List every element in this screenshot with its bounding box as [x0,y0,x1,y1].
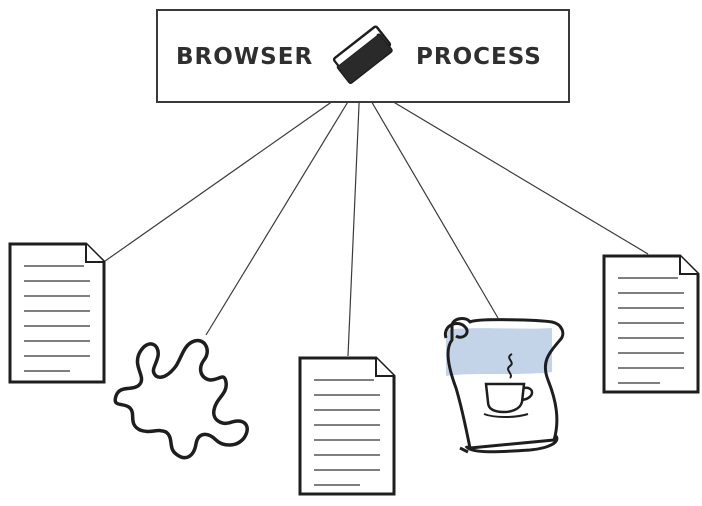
puzzle-piece-icon [113,338,249,460]
connector-line-2 [205,81,361,336]
document-icon-2 [298,356,396,496]
connector-line-4 [359,81,499,319]
browser-process-box: BROWSER PROCESS [156,9,570,103]
connector-line-1 [97,81,361,267]
browser-label: BROWSER [176,44,313,70]
tablet-icon [332,25,393,84]
connector-line-3 [347,81,361,357]
steam-icon [507,353,513,379]
connector-line-5 [359,81,649,255]
document-icon-1 [8,242,106,384]
java-scroll-icon [443,317,565,454]
coffee-cup-icon [483,382,534,418]
process-label: PROCESS [416,44,542,70]
connector-lines [97,81,649,357]
document-icon-3 [602,254,700,394]
